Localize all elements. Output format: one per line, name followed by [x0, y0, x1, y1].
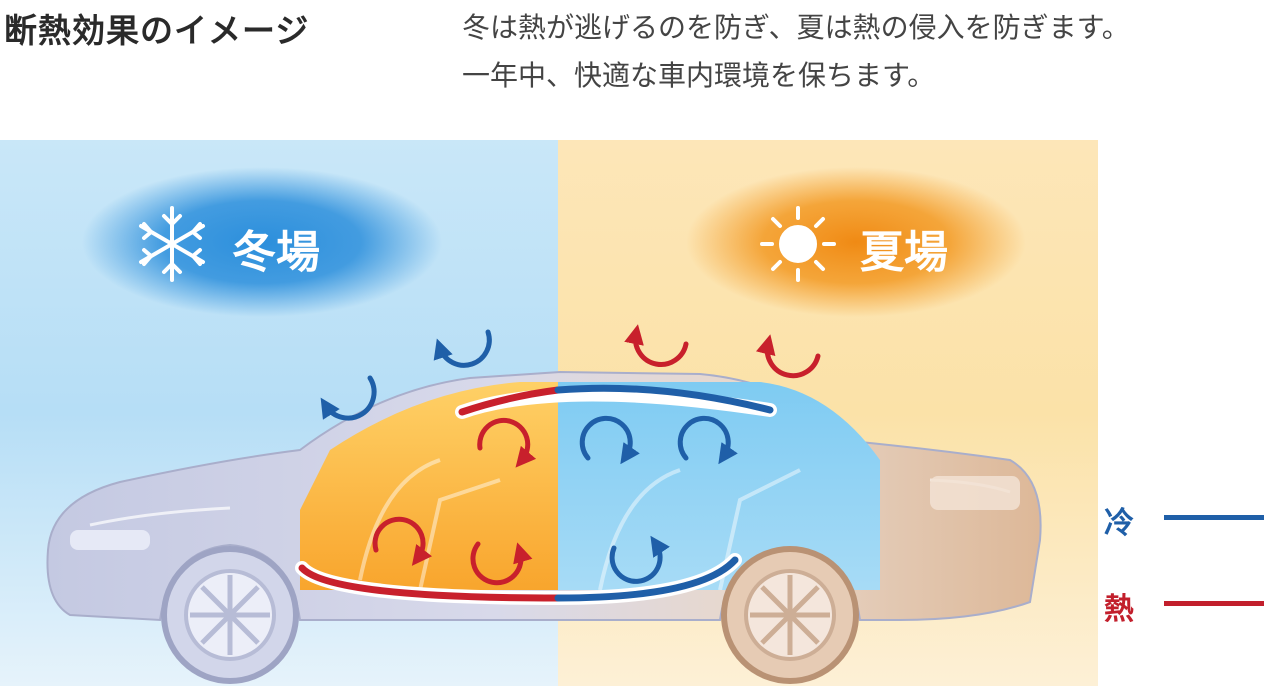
winter-label: 冬場 — [232, 216, 320, 280]
description: 冬は熱が逃げるのを防ぎ、夏は熱の侵入を防ぎます。 一年中、快適な車内環境を保ちま… — [462, 4, 1130, 100]
legend-cold-label: 冷 — [1104, 498, 1134, 542]
legend-cold-line — [1164, 515, 1264, 520]
legend-heat-label: 熱 — [1104, 584, 1134, 628]
description-line-1: 冬は熱が逃げるのを防ぎ、夏は熱の侵入を防ぎます。 — [462, 4, 1130, 52]
sun-icon — [762, 208, 834, 280]
rear-wheel — [724, 549, 856, 681]
summer-label: 夏場 — [860, 216, 948, 280]
summer-label-glow — [686, 167, 1026, 317]
taillight — [930, 476, 1020, 510]
headlight — [70, 530, 150, 550]
legend-heat-line — [1164, 601, 1264, 606]
page-title: 断熱効果のイメージ — [4, 4, 309, 52]
description-line-2: 一年中、快適な車内環境を保ちます。 — [462, 52, 1130, 100]
diagram-svg — [0, 120, 1280, 686]
front-wheel — [164, 549, 296, 681]
insulation-diagram: 冬場 夏場 冷 熱 — [0, 120, 1280, 686]
